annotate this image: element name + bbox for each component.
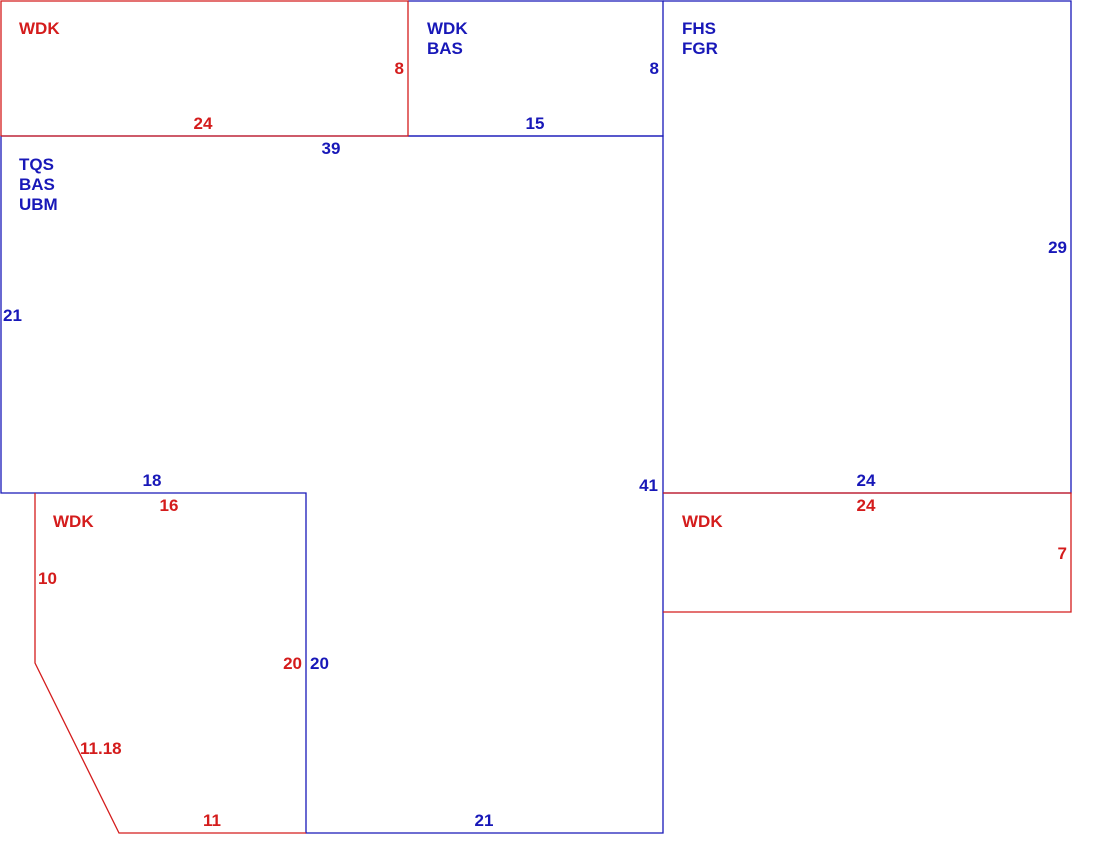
dim-main-bottom-left: 18 [143, 471, 162, 490]
wdk-top-left-outline [0, 0, 409, 137]
dim-fhs-bottom: 24 [857, 471, 876, 490]
dim-wdk-bottom-left-left: 10 [38, 569, 57, 588]
fhs-fgr-outline [663, 0, 1072, 494]
area-code-wdk-right: WDK [682, 512, 723, 531]
wdk-bottom-left-outline [34, 493, 306, 834]
dim-main-left: 21 [3, 306, 22, 325]
dim-wdk-bottom-left-top: 16 [160, 496, 179, 515]
area-code-wdk-top: WDK [427, 19, 468, 38]
dim-wdk-bottom-left-right: 20 [283, 654, 302, 673]
area-code-tqs: TQS [19, 155, 54, 174]
main-area-outline [0, 135, 664, 834]
dim-wdk-bottom-left-bottom: 11 [203, 811, 221, 830]
area-code-ubm: UBM [19, 195, 58, 214]
red-outlines [0, 0, 1072, 834]
dim-main-inner: 20 [310, 654, 329, 673]
dim-fhs-right: 29 [1048, 238, 1067, 257]
area-code-fgr: FGR [682, 39, 718, 58]
wdk-right-outline [663, 492, 1072, 613]
area-code-fhs: FHS [682, 19, 716, 38]
dim-wdk-right-side: 7 [1058, 544, 1067, 563]
dim-main-top: 39 [322, 139, 341, 158]
dim-wdk-top-left-width: 24 [194, 114, 213, 133]
area-code-wdk-top-left: WDK [19, 19, 60, 38]
dim-wdk-bottom-left-diagonal: 11.18 [80, 739, 122, 758]
dim-wdk-top-left-depth: 8 [395, 59, 404, 78]
dim-main-bottom: 21 [475, 811, 494, 830]
dim-wdk-bas-depth: 8 [650, 59, 659, 78]
area-code-bas-main: BAS [19, 175, 55, 194]
area-code-bas-top: BAS [427, 39, 463, 58]
dim-main-right: 41 [639, 476, 658, 495]
dim-wdk-right-top: 24 [857, 496, 876, 515]
dim-wdk-bas-width: 15 [526, 114, 545, 133]
area-code-wdk-bottom-left: WDK [53, 512, 94, 531]
